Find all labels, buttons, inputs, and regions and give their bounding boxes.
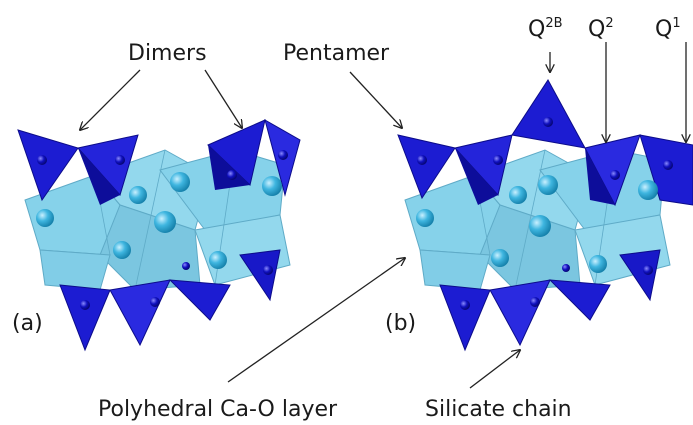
q2b-base: Q <box>528 17 545 42</box>
pentamer-label: Pentamer <box>283 41 390 66</box>
q1-base: Q <box>655 17 672 42</box>
q1-sup: 1 <box>672 16 680 31</box>
dimer-left-a <box>17 129 139 205</box>
q2b-label: Q2B <box>528 16 563 42</box>
annotation-arrows <box>80 42 686 389</box>
panel-b-structure <box>397 79 693 352</box>
panel-a-label: (a) <box>12 311 43 336</box>
panel-b-label: (b) <box>385 311 416 336</box>
q2-base: Q <box>588 17 605 42</box>
q2b-sup: 2B <box>545 16 562 31</box>
bottom-tetrahedra-a <box>59 249 281 352</box>
dimers-label: Dimers <box>128 41 207 66</box>
panel-a-structure <box>17 118 301 352</box>
si-atoms-b <box>417 117 673 310</box>
bottom-tetrahedra-b <box>439 249 661 352</box>
q1-label: Q1 <box>655 16 681 42</box>
ca-atoms-b <box>416 175 658 273</box>
ca-atoms-a <box>36 172 282 269</box>
si-atoms-a <box>37 150 288 310</box>
q2-sup: 2 <box>605 16 613 31</box>
pentamer-chain-b <box>397 79 693 207</box>
ca-o-layer-label: Polyhedral Ca-O layer <box>98 397 338 422</box>
silicate-chain-label: Silicate chain <box>425 397 572 422</box>
q2-label: Q2 <box>588 16 614 42</box>
